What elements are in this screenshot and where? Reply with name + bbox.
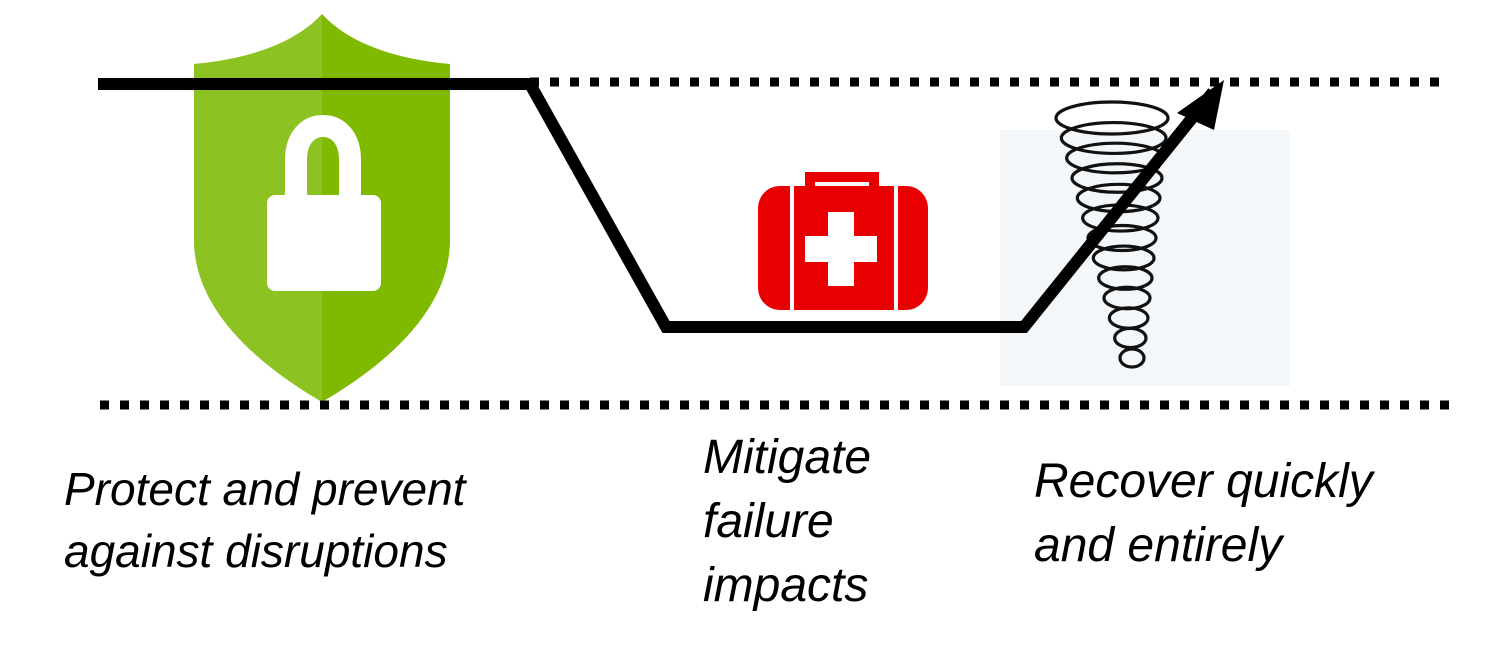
caption-protect: Protect and prevent against disruptions xyxy=(64,458,465,582)
caption-recover: Recover quickly and entirely xyxy=(1034,450,1373,578)
caption-line: Protect and prevent xyxy=(64,463,466,515)
caption-line: Recover quickly xyxy=(1034,455,1373,508)
tornado-coil xyxy=(1070,162,1164,194)
tornado-coil xyxy=(1097,265,1154,291)
caption-line: and entirely xyxy=(1034,518,1283,572)
kit-handle xyxy=(805,172,879,190)
tornado-coil xyxy=(1059,120,1168,156)
caption-line: failure xyxy=(703,494,834,548)
caption-mitigate: Mitigate failure impacts xyxy=(703,426,871,617)
tornado-coil xyxy=(1091,244,1156,272)
first-aid-kit-icon xyxy=(758,172,928,310)
kit-cross-horizontal xyxy=(805,236,877,262)
caption-line: Mitigate xyxy=(703,431,872,484)
tornado-coil xyxy=(1054,100,1170,136)
performance-curve xyxy=(98,78,1218,333)
shield-highlight xyxy=(194,14,322,402)
tornado-coil xyxy=(1118,347,1146,369)
shield-lock-icon xyxy=(194,14,450,402)
tornado-icon xyxy=(1000,100,1290,386)
lock-shackle xyxy=(285,114,361,205)
lock-body xyxy=(267,195,381,291)
recovery-arrowhead xyxy=(1177,80,1224,130)
caption-line: impacts xyxy=(703,558,869,612)
caption-line: against disruptions xyxy=(64,525,448,578)
